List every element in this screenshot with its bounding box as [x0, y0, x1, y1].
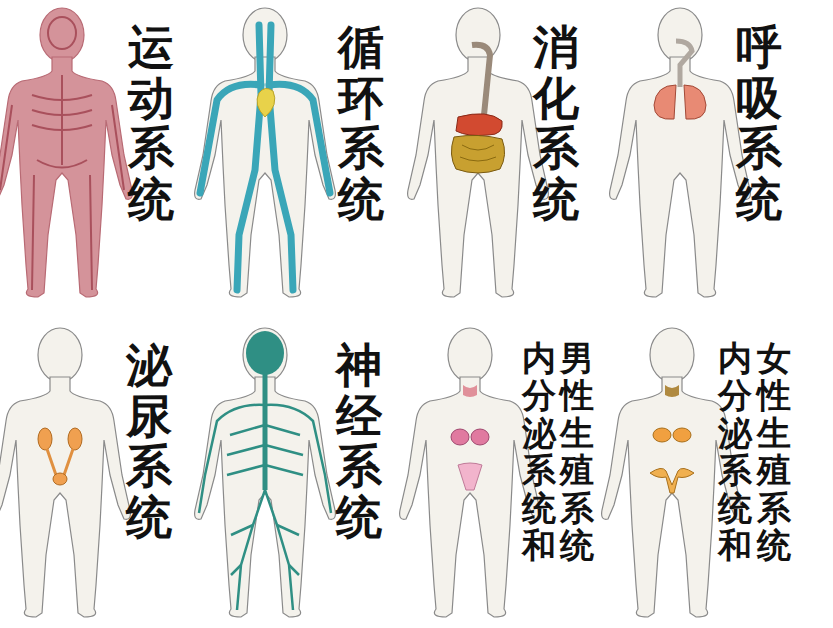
system-label: 运动系统 — [128, 22, 174, 224]
circulatory-figure — [195, 8, 336, 297]
digestive-figure — [408, 8, 549, 297]
motor-figure — [0, 8, 132, 297]
male-endocrine-figure — [400, 328, 541, 617]
system-label: 泌尿系统 — [126, 340, 172, 542]
system-label: 神经系统 — [336, 340, 382, 542]
nervous-figure — [195, 328, 336, 617]
system-label: 循环系统 — [338, 22, 384, 224]
urinary-figure — [0, 328, 130, 617]
system-label: 内分泌系统和 — [718, 340, 752, 564]
system-label: 内分泌系统和 — [522, 340, 556, 564]
system-label: 女性生殖系统 — [757, 340, 791, 564]
system-label: 男性生殖系统 — [560, 340, 594, 564]
system-label: 呼吸系统 — [736, 22, 782, 224]
system-label: 消化系统 — [533, 22, 579, 224]
respiratory-figure — [610, 8, 751, 297]
